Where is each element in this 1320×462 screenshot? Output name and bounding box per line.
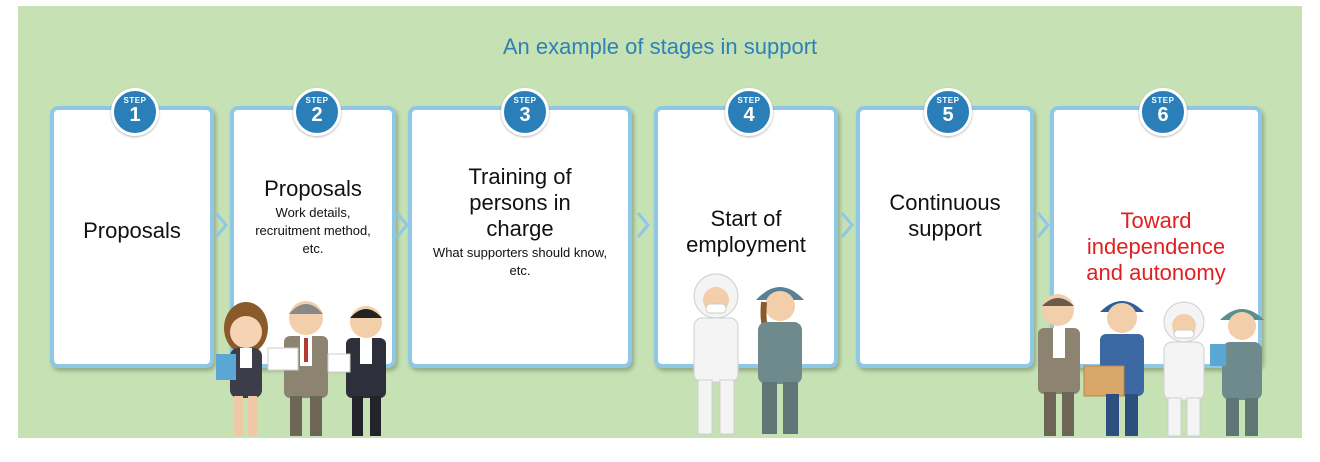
step-badge-1: STEP 1 bbox=[111, 88, 159, 136]
step-number: 6 bbox=[1157, 104, 1169, 126]
chevron-right-icon bbox=[395, 212, 409, 238]
chevron-right-icon bbox=[214, 212, 228, 238]
step-number: 1 bbox=[129, 104, 141, 126]
step-badge-3: STEP 3 bbox=[501, 88, 549, 136]
step-text-3: Training of persons in charge What suppo… bbox=[420, 164, 620, 280]
step-sub-label: What supporters should know, etc. bbox=[432, 245, 608, 278]
step-badge-6: STEP 6 bbox=[1139, 88, 1187, 136]
step-card-4: Start of employment bbox=[654, 106, 838, 368]
step-badge-2: STEP 2 bbox=[293, 88, 341, 136]
step-text-5: Continuous support bbox=[868, 190, 1022, 242]
office-workers-illustration bbox=[216, 301, 386, 436]
step-badge-label: STEP bbox=[1151, 96, 1175, 105]
step-badge-label: STEP bbox=[936, 96, 960, 105]
step-main-label: Training of persons in charge bbox=[468, 164, 572, 241]
step-number: 4 bbox=[743, 104, 755, 126]
step-badge-label: STEP bbox=[513, 96, 537, 105]
step-main-label: Continuous support bbox=[889, 190, 1001, 241]
step-badge-label: STEP bbox=[737, 96, 761, 105]
chevron-right-icon bbox=[1036, 212, 1050, 238]
step-main-label: Toward independence and autonomy bbox=[1086, 208, 1226, 285]
step-text-1: Proposals bbox=[62, 218, 202, 244]
step-main-label: Start of employment bbox=[686, 206, 806, 257]
step-main-label: Proposals bbox=[264, 176, 362, 201]
step-main-label: Proposals bbox=[83, 218, 181, 243]
step-sub-label: Work details, recruitment method, etc. bbox=[255, 205, 371, 256]
step-text-2: Proposals Work details, recruitment meth… bbox=[242, 176, 384, 258]
chevron-right-icon bbox=[840, 212, 854, 238]
step-badge-label: STEP bbox=[305, 96, 329, 105]
step-badge-5: STEP 5 bbox=[924, 88, 972, 136]
step-card-3: Training of persons in charge What suppo… bbox=[408, 106, 632, 368]
diagram-panel: An example of stages in support Proposal… bbox=[18, 6, 1302, 438]
step-text-6: Toward independence and autonomy bbox=[1062, 208, 1250, 286]
step-number: 2 bbox=[311, 104, 323, 126]
factory-workers-illustration bbox=[693, 273, 804, 435]
step-number: 3 bbox=[519, 104, 531, 126]
step-badge-label: STEP bbox=[123, 96, 147, 105]
step-badge-4: STEP 4 bbox=[725, 88, 773, 136]
step-text-4: Start of employment bbox=[666, 206, 826, 258]
step-card-6: Toward independence and autonomy bbox=[1050, 106, 1262, 368]
step-card-1: Proposals bbox=[50, 106, 214, 368]
step-card-5: Continuous support bbox=[856, 106, 1034, 368]
diagram-title: An example of stages in support bbox=[502, 34, 818, 59]
chevron-right-icon bbox=[636, 212, 650, 238]
step-number: 5 bbox=[942, 104, 954, 126]
team-illustration bbox=[1038, 294, 1264, 437]
